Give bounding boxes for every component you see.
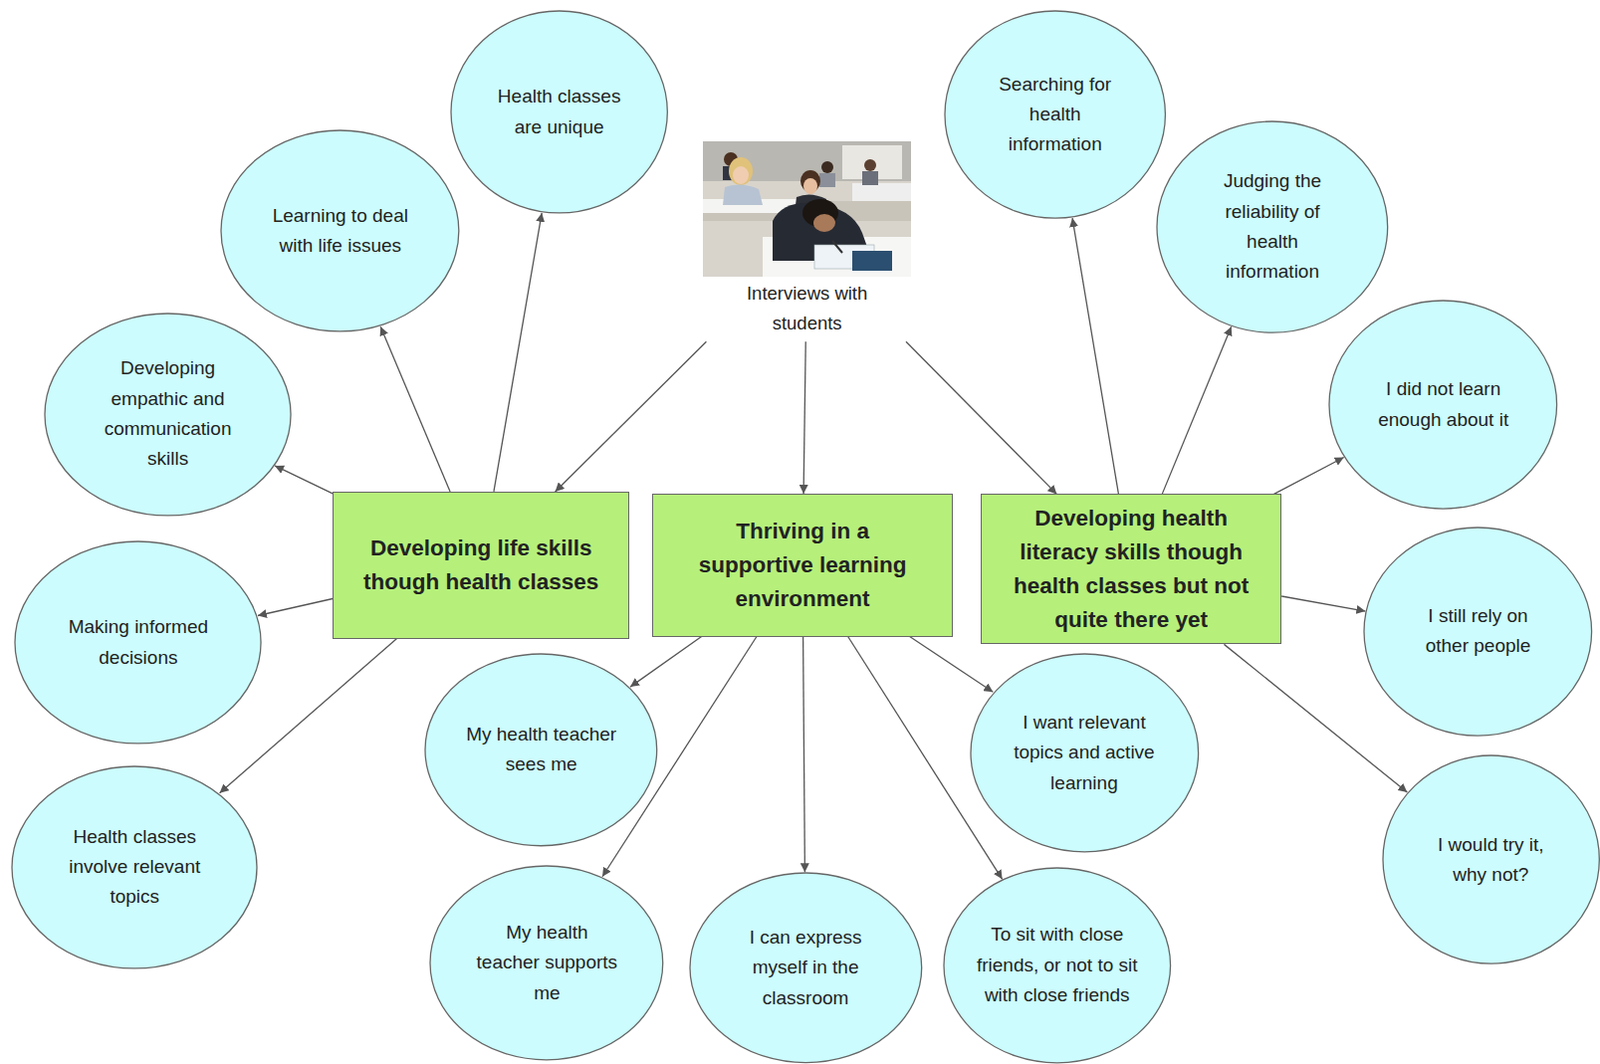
subtheme-circle: I would try it, why not? bbox=[1381, 754, 1600, 965]
arrow-connector bbox=[910, 637, 994, 693]
subtheme-circle: I want relevant topics and active learni… bbox=[969, 653, 1200, 854]
circle-text: I can express myself in the classroom bbox=[723, 922, 888, 1014]
circle-text: To sit with close friends, or not to sit… bbox=[972, 919, 1142, 1011]
circle-shape bbox=[221, 130, 459, 332]
circle-outline bbox=[220, 129, 460, 333]
circle-text: Searching for health information bbox=[983, 69, 1127, 161]
subtheme-circle: To sit with close friends, or not to sit… bbox=[942, 867, 1172, 1064]
arrow-connector bbox=[906, 341, 1057, 494]
circle-outline bbox=[13, 540, 262, 745]
circle-outline bbox=[1363, 526, 1594, 737]
circle-shape bbox=[11, 766, 257, 969]
arrow-connector bbox=[380, 326, 451, 492]
interview-hub: Interviews with students bbox=[702, 141, 912, 342]
arrow-connector bbox=[493, 213, 542, 492]
circle-text: Learning to deal with life issues bbox=[253, 201, 428, 262]
subtheme-circle: Making informed decisions bbox=[13, 540, 262, 745]
circle-shape bbox=[430, 866, 664, 1061]
circle-text: Health classes are unique bbox=[482, 81, 637, 143]
circle-shape bbox=[451, 10, 668, 214]
arrow-connector bbox=[1161, 326, 1231, 494]
theme-box: Developing health literacy skills though… bbox=[980, 493, 1282, 645]
circle-shape bbox=[689, 873, 922, 1064]
classroom-photo bbox=[702, 141, 912, 277]
theme-box: Developing life skills though health cla… bbox=[332, 491, 630, 640]
theme-title: Developing life skills though health cla… bbox=[343, 531, 620, 600]
arrow-connector bbox=[274, 465, 333, 494]
circle-shape bbox=[944, 10, 1165, 219]
circle-outline bbox=[43, 312, 292, 517]
subtheme-circle: Judging the reliability of health inform… bbox=[1155, 120, 1389, 334]
subtheme-circle: My health teacher supports me bbox=[429, 865, 665, 1062]
theme-title: Developing health literacy skills though… bbox=[992, 501, 1271, 637]
theme-box: Thriving in a supportive learning enviro… bbox=[652, 493, 953, 637]
circle-shape bbox=[1382, 755, 1600, 964]
circle-outline bbox=[1381, 754, 1600, 965]
subtheme-circle: I did not learn enough about it bbox=[1328, 299, 1559, 510]
theme-title: Thriving in a supportive learning enviro… bbox=[692, 514, 913, 616]
arrow-connector bbox=[803, 637, 806, 874]
circle-shape bbox=[1156, 121, 1388, 333]
circle-text: I would try it, why not? bbox=[1419, 830, 1563, 892]
arrow-connector bbox=[1281, 596, 1366, 612]
arrow-connector bbox=[803, 341, 806, 494]
circle-outline bbox=[1155, 120, 1389, 334]
circle-text: Developing empathic and communication sk… bbox=[83, 353, 252, 475]
subtheme-circle: Searching for health information bbox=[943, 9, 1166, 220]
circle-text: Making informed decisions bbox=[48, 612, 228, 674]
circle-shape bbox=[425, 654, 658, 847]
circle-shape bbox=[44, 313, 291, 516]
circle-outline bbox=[424, 653, 659, 848]
subtheme-circle: Health classes involve relevant topics bbox=[10, 765, 258, 970]
circle-text: I did not learn enough about it bbox=[1357, 374, 1531, 436]
subtheme-circle: I can express myself in the classroom bbox=[688, 872, 923, 1064]
circle-outline bbox=[1328, 299, 1559, 510]
circle-text: I want relevant topics and active learni… bbox=[999, 707, 1168, 799]
circle-text: My health teacher supports me bbox=[472, 917, 622, 1009]
circle-outline bbox=[450, 9, 669, 215]
circle-shape bbox=[970, 654, 1199, 853]
circle-text: Health classes involve relevant topics bbox=[47, 822, 222, 914]
subtheme-circle: Health classes are unique bbox=[450, 9, 669, 215]
arrow-connector bbox=[1274, 457, 1345, 494]
circle-shape bbox=[14, 541, 261, 744]
arrow-connector bbox=[555, 341, 707, 492]
circle-shape bbox=[1329, 300, 1558, 509]
arrow-connector bbox=[257, 598, 333, 616]
circle-text: Judging the reliability of health inform… bbox=[1205, 166, 1339, 288]
subtheme-circle: I still rely on other people bbox=[1363, 526, 1594, 737]
circle-shape bbox=[1364, 527, 1593, 736]
circle-text: I still rely on other people bbox=[1403, 601, 1553, 663]
arrow-connector bbox=[630, 637, 702, 688]
subtheme-circle: Learning to deal with life issues bbox=[220, 129, 460, 333]
circle-shape bbox=[943, 868, 1171, 1064]
subtheme-circle: Developing empathic and communication sk… bbox=[43, 312, 292, 517]
subtheme-circle: My health teacher sees me bbox=[424, 653, 659, 848]
arrow-connector bbox=[1072, 218, 1119, 494]
hub-caption: Interviews with students bbox=[720, 278, 895, 338]
circle-text: My health teacher sees me bbox=[457, 719, 626, 781]
